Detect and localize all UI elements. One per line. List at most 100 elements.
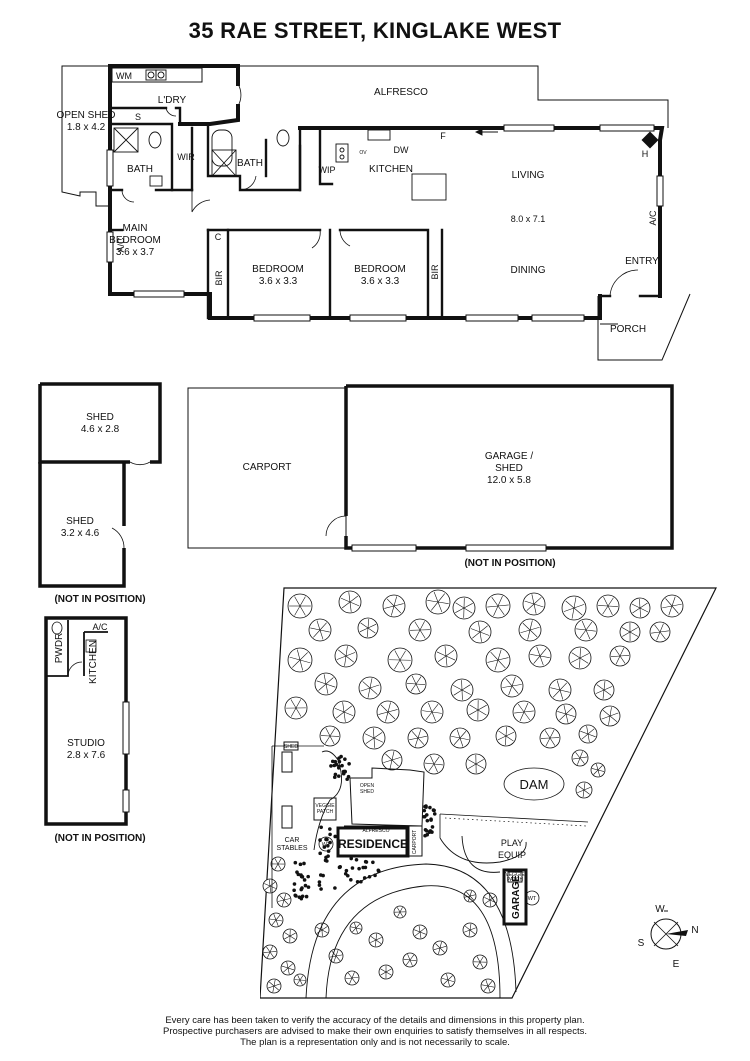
veggie-patch-2-label-1: VEGGIE [505,872,525,878]
shrub-dot [341,771,346,776]
living-dim: 8.0 x 7.1 [511,214,546,224]
compass-s: S [638,938,645,949]
shrub-dot [324,837,328,842]
shrub-dot [303,883,308,888]
residence-label: RESIDENCE [338,837,408,851]
shrub-dot [333,772,338,777]
garage-not-in-position: (NOT IN POSITION) [464,558,556,569]
bir1-label: BIR [214,270,224,286]
water-tank-2-label: WT [528,896,537,902]
tree-icon [357,617,379,639]
h-label: H [642,149,649,159]
shrub-dot [429,818,433,822]
tree-icon [368,932,384,948]
bir2-label: BIR [430,264,440,280]
house-floor-plan: OPEN SHED 1.8 x 4.2 WM L'DRY S ALFRESCO … [57,64,691,361]
shed1-label: SHED [86,412,114,423]
shrub-dot [428,829,433,833]
shrub-dot [347,761,351,766]
shrub-dot [323,858,328,863]
bedroom2-dim: 3.6 x 3.3 [361,276,400,287]
dining-label: DINING [511,265,546,276]
tree-icon [465,753,487,775]
tree-icon [432,940,448,956]
wir-label: WIR [177,152,195,162]
shrub-dot [317,880,322,884]
ac-label-living: A/C [648,210,658,226]
disclaimer-line-3: The plan is a representation only and is… [240,1037,510,1048]
tree-icon [358,676,382,700]
shrub-dot [432,812,437,816]
tree-icon [590,762,606,778]
tree-icon [434,644,458,668]
shrub-dot [430,825,435,829]
tree-icon [405,673,427,695]
tree-icon [393,905,407,919]
tree-icon [270,856,286,872]
tree-icon [593,679,615,701]
shrub-dot [344,868,349,873]
disclaimer-line-2: Prospective purchasers are advised to ma… [162,1026,587,1037]
tree-icon [468,620,492,644]
shrub-dot [337,865,342,870]
veggie-patch-1-label-2: PATCH [317,809,334,815]
tree-icon [599,705,621,727]
shrub-dot [424,829,429,833]
shrub-dot [298,862,303,867]
shrub-dot [295,870,299,874]
shrub-dot [343,757,347,761]
shrub-dot [355,879,360,884]
bath2-label: BATH [237,158,263,169]
compass-w: W [655,904,665,915]
wip-label: WIP [319,165,336,175]
disclaimer: Every care has been taken to verify the … [0,1015,750,1048]
shrub-dot [349,856,354,861]
tree-icon [362,726,386,750]
tree-icon [387,647,413,673]
shrub-dot [364,860,369,864]
shrub-dot [336,774,341,778]
open-shed-label: OPEN SHED [57,110,116,121]
f-label: F [440,131,446,141]
tree-icon [376,700,400,724]
shrub-dot [376,868,381,873]
dam-label: DAM [520,777,549,792]
tree-icon [449,727,471,749]
sheds-plan: SHED 4.6 x 2.8 SHED 3.2 x 4.6 [38,382,162,588]
shrub-dot [346,774,351,779]
tree-icon [522,592,546,616]
tree-icon [425,589,451,615]
tree-icon [452,596,476,620]
tree-icon [571,749,589,767]
shrub-dot [300,875,305,879]
water-tank-1-label: WT [322,842,331,848]
shed2-dim: 3.2 x 4.6 [61,528,100,539]
porch-label: PORCH [610,324,646,335]
shrub-dot [350,866,355,870]
tree-icon [629,597,651,619]
shrub-dot [424,813,429,817]
entry-label: ENTRY [625,256,659,267]
tree-icon [480,978,496,994]
shrub-dot [357,866,361,871]
shrub-dot [292,888,296,893]
tree-icon [466,698,490,722]
tree-icon [280,960,296,976]
open-shed-dim: 1.8 x 4.2 [67,122,106,133]
shrub-dot [306,874,310,879]
tree-icon [539,727,561,749]
shrub-dot [304,894,309,899]
tree-icon [282,928,298,944]
shrub-dot [340,763,344,768]
shrub-dot [332,775,337,780]
shrub-dot [337,764,341,769]
tree-icon [314,672,338,696]
wm-label: WM [116,71,132,81]
tree-icon [338,590,362,614]
site-plan: DAM RESIDENCE GARAGE PLAY EQUIP CAR STAB… [260,587,717,999]
shrub-dot [300,886,304,890]
car-stables-label-1: CAR [285,837,300,844]
shrub-dot [345,873,350,878]
tree-icon [381,749,403,771]
shrub-dot [322,845,327,849]
